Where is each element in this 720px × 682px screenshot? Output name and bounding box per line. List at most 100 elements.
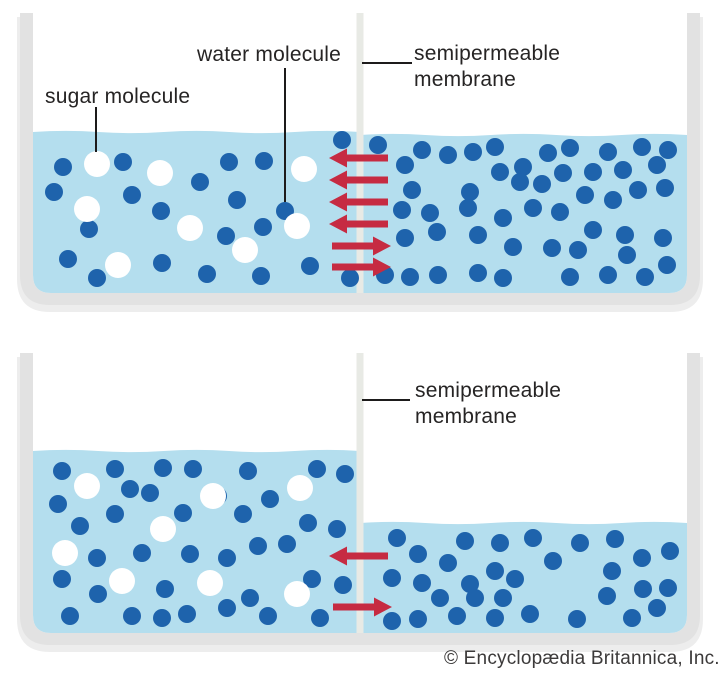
sugar-molecule-dot [232, 237, 258, 263]
water-molecule-dot [569, 241, 587, 259]
water-molecule-dot [328, 520, 346, 538]
water-molecule-dot [303, 570, 321, 588]
water-molecule-dot [576, 186, 594, 204]
water-molecule-dot [333, 131, 351, 149]
water-molecule-dot [598, 587, 616, 605]
water-molecule-dot [123, 607, 141, 625]
water-molecule-dot [334, 576, 352, 594]
water-molecule-dot [106, 505, 124, 523]
water-molecule-dot [568, 610, 586, 628]
water-molecule-dot [461, 183, 479, 201]
water-molecule-dot [658, 256, 676, 274]
semipermeable-membrane-label-bottom: semipermeable membrane [415, 379, 562, 428]
water-molecule-dot [599, 143, 617, 161]
sugar-molecule-dot [109, 568, 135, 594]
water-molecule-dot [396, 156, 414, 174]
water-molecule-dot [459, 199, 477, 217]
water-molecule-dot [261, 490, 279, 508]
water-molecule-dot [156, 580, 174, 598]
sugar-molecule-dot [84, 151, 110, 177]
water-molecule-dot [623, 609, 641, 627]
water-molecule-dot [439, 554, 457, 572]
water-molecule-dot [181, 545, 199, 563]
semipermeable-membrane-label-top: semipermeable membrane [414, 42, 561, 91]
sugar-molecule-dot [74, 196, 100, 222]
water-molecule-dot [551, 203, 569, 221]
water-molecule-dot [53, 462, 71, 480]
sugar-molecule-dot [147, 160, 173, 186]
water-molecule-dot [228, 191, 246, 209]
water-molecule-dot [603, 562, 621, 580]
water-molecule-dot [241, 589, 259, 607]
water-molecule-dot [636, 268, 654, 286]
water-molecule-dot [633, 549, 651, 567]
water-molecule-dot [461, 575, 479, 593]
water-molecule-dot [604, 191, 622, 209]
water-molecule-dot [506, 570, 524, 588]
water-molecule-dot [178, 605, 196, 623]
water-molecule-dot [152, 202, 170, 220]
water-molecule-dot [106, 460, 124, 478]
water-molecule-dot [184, 460, 202, 478]
water-molecule-dot [584, 221, 602, 239]
water-molecule-dot [429, 266, 447, 284]
sugar-molecule-dot [74, 473, 100, 499]
water-molecule-dot [439, 146, 457, 164]
water-molecule-dot [491, 534, 509, 552]
water-molecule-dot [49, 495, 67, 513]
water-molecule-dot [308, 460, 326, 478]
osmosis-flow-arrow-left [329, 214, 388, 234]
water-molecule-dot [654, 229, 672, 247]
water-molecule-dot [511, 173, 529, 191]
water-molecule-dot [218, 549, 236, 567]
water-molecule-dot [634, 580, 652, 598]
water-molecule-dot [255, 152, 273, 170]
sugar-molecule-dot [284, 213, 310, 239]
water-molecule-dot [259, 607, 277, 625]
water-molecule-dot [494, 209, 512, 227]
water-molecule-dot [388, 529, 406, 547]
semipermeable-membrane-bar [356, 13, 364, 293]
sugar-molecule-dot [177, 215, 203, 241]
water-molecule-dot [633, 138, 651, 156]
water-molecule-dot [648, 599, 666, 617]
water-molecule-dot [154, 459, 172, 477]
water-right-compartment [360, 133, 687, 293]
water-molecule-dot [539, 144, 557, 162]
water-molecule-dot [123, 186, 141, 204]
water-molecule-dot [341, 269, 359, 287]
sugar-molecule-dot [197, 570, 223, 596]
water-molecule-dot [413, 574, 431, 592]
water-molecule-dot [45, 183, 63, 201]
water-molecule-dot [514, 158, 532, 176]
water-molecule-dot [464, 143, 482, 161]
water-molecule-dot [383, 612, 401, 630]
water-molecule-dot [661, 542, 679, 560]
osmosis-flow-arrow-right [333, 597, 392, 617]
water-molecule-dot [393, 201, 411, 219]
water-molecule-dot [599, 266, 617, 284]
water-molecule-dot [153, 609, 171, 627]
water-molecule-dot [413, 141, 431, 159]
copyright-notice: © Encyclopædia Britannica, Inc. [444, 648, 720, 669]
water-molecule-dot [234, 505, 252, 523]
water-molecule-dot [543, 239, 561, 257]
water-molecule-dot [618, 246, 636, 264]
water-molecule-dot [403, 181, 421, 199]
water-molecule-dot [656, 179, 674, 197]
water-molecule-dot [396, 229, 414, 247]
water-molecule-dot [239, 462, 257, 480]
water-molecule-dot [486, 138, 504, 156]
water-molecule-dot [301, 257, 319, 275]
water-molecule-dot [544, 552, 562, 570]
water-molecule-dot [614, 161, 632, 179]
water-molecule-dot [421, 204, 439, 222]
water-molecule-dot [153, 254, 171, 272]
water-molecule-dot [554, 164, 572, 182]
water-molecule-dot [191, 173, 209, 191]
water-molecule-dot [89, 585, 107, 603]
water-molecule-dot [217, 227, 235, 245]
water-molecule-dot [278, 535, 296, 553]
water-molecule-dot [53, 570, 71, 588]
